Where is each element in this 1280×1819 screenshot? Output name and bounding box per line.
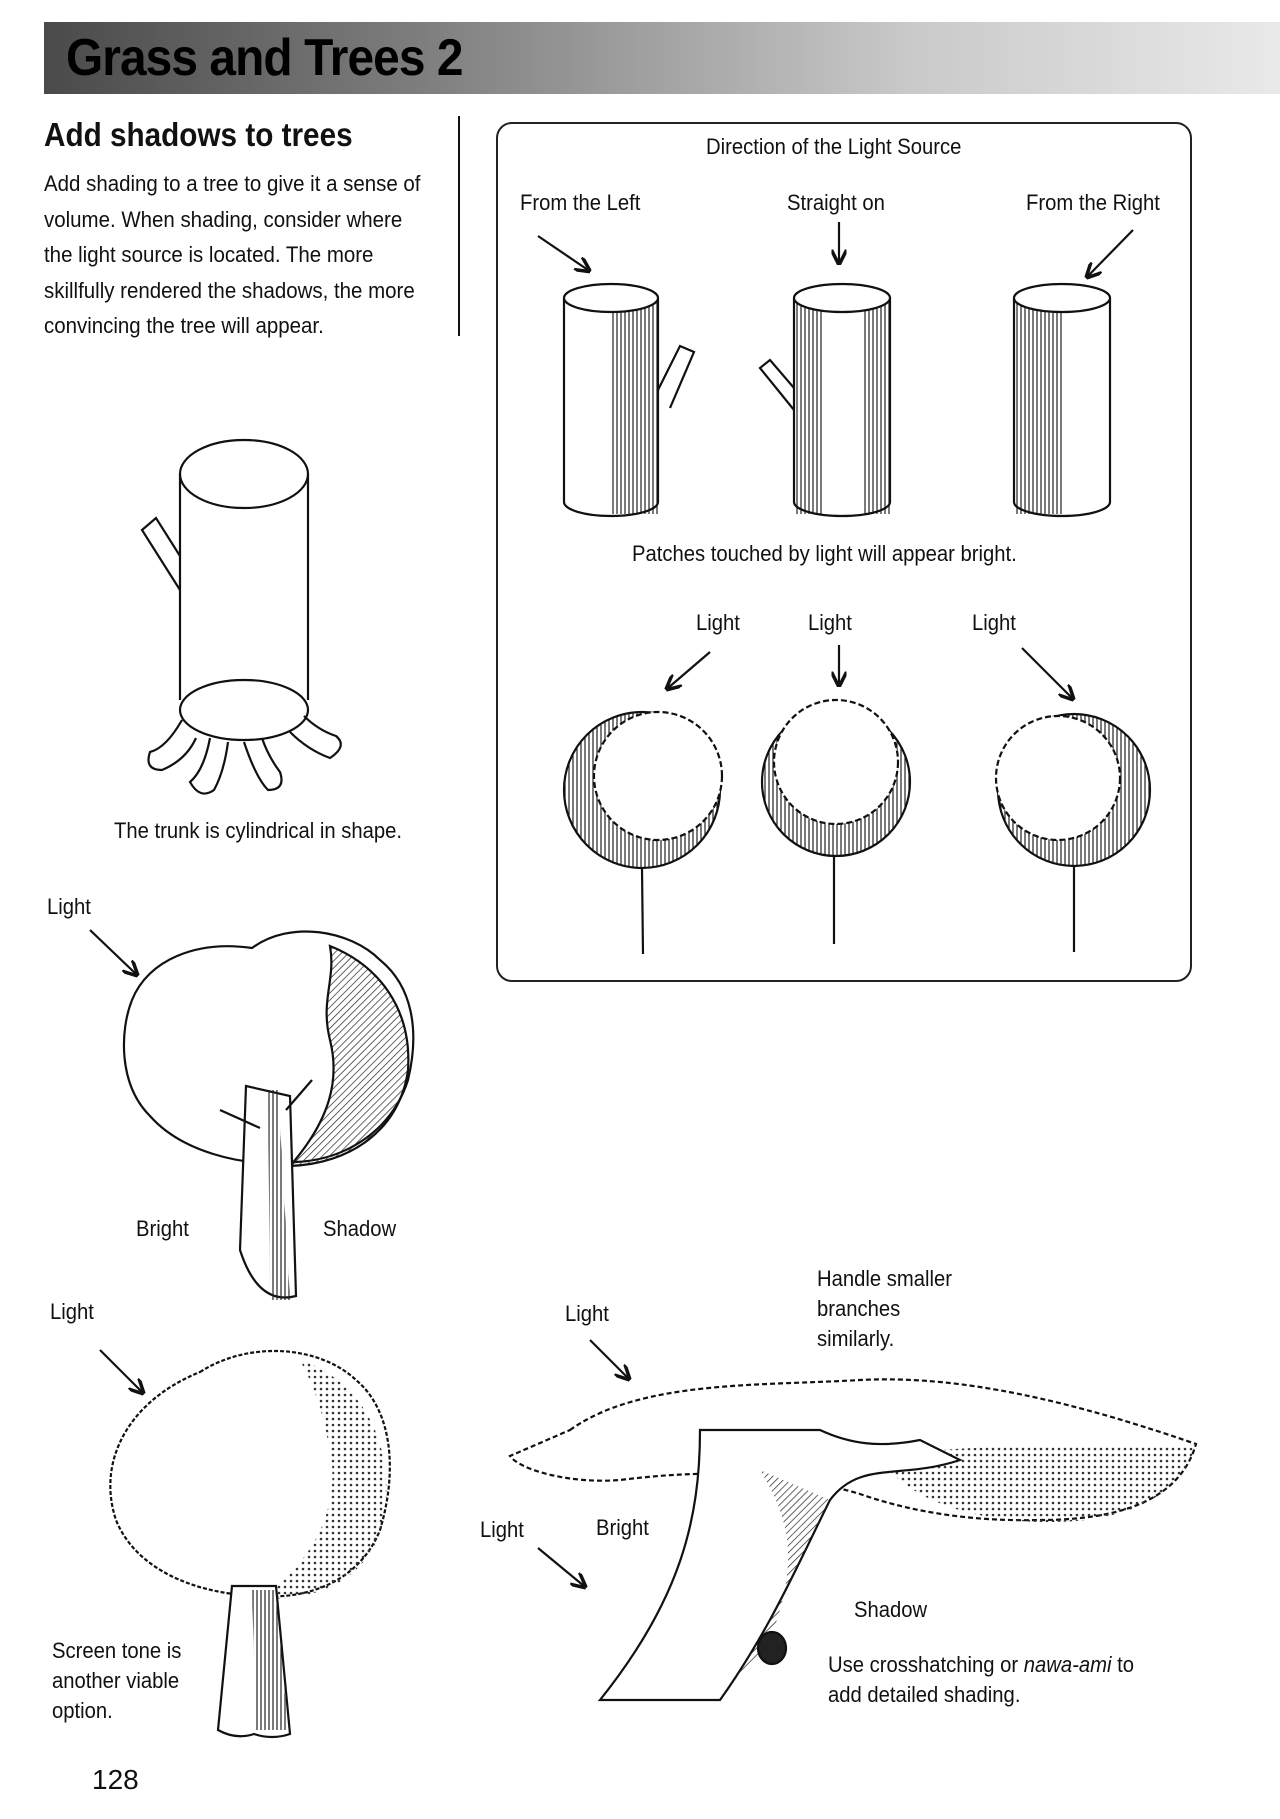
branch-note: Handle smaller branches similarly. (817, 1266, 952, 1351)
trunk-drawing (142, 440, 341, 794)
trunk-caption: The trunk is cylindrical in shape. (114, 818, 402, 843)
shaded-tree-drawing (90, 930, 413, 1300)
large-tree-light-top: Light (565, 1301, 609, 1326)
light-direction-panel (496, 122, 1192, 982)
cylinder-left (564, 284, 694, 516)
arrow-icon (538, 222, 1133, 698)
direction-label-left: From the Left (520, 190, 641, 215)
direction-label-right: From the Right (1026, 190, 1160, 215)
page-number: 128 (92, 1764, 139, 1795)
panel-caption: Patches touched by light will appear bri… (632, 541, 1017, 566)
shading-note: Use crosshatching or nawa-ami to add det… (828, 1650, 1141, 1710)
light-label-right: Light (972, 610, 1016, 635)
shading-note-start: Use crosshatching or (828, 1652, 1024, 1677)
shading-note-end: to add detailed shading. (828, 1652, 1135, 1707)
page-title: Grass and Trees 2 (66, 29, 463, 87)
tree-light-label: Light (47, 894, 91, 919)
section-body: Add shading to a tree to give it a sense… (44, 171, 421, 338)
divider-rule (458, 116, 460, 336)
panel-title: Direction of the Light Source (706, 134, 962, 159)
tone-caption: Screen tone is another viable option. (52, 1638, 182, 1723)
tree-bright-label: Bright (136, 1216, 189, 1241)
direction-label-straight: Straight on (787, 190, 885, 215)
foliage-ball-center (762, 700, 910, 944)
large-tree-shadow: Shadow (854, 1597, 928, 1622)
tree-shadow-label: Shadow (323, 1216, 397, 1241)
large-tree-bright: Bright (596, 1515, 649, 1540)
screen-tone-tree-drawing (100, 1350, 390, 1737)
cylinder-right (1014, 284, 1110, 516)
foliage-ball-right (996, 714, 1150, 952)
section-heading: Add shadows to trees (44, 116, 353, 153)
tone-light-label: Light (50, 1299, 94, 1324)
large-tree-light-left: Light (480, 1517, 524, 1542)
header-band (44, 22, 1280, 94)
light-label-left: Light (696, 610, 740, 635)
light-label-center: Light (808, 610, 852, 635)
large-tree-drawing (510, 1340, 1196, 1700)
foliage-ball-left (564, 712, 722, 954)
cylinder-straight (760, 284, 890, 516)
shading-note-term: nawa-ami (1023, 1652, 1112, 1677)
